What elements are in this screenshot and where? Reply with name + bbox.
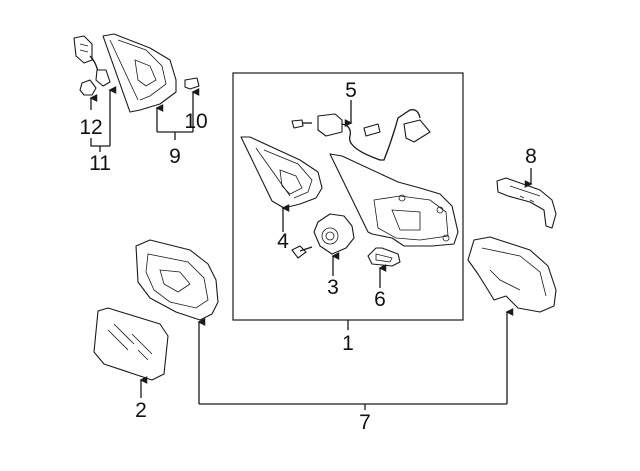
callout-11: 11 xyxy=(89,152,111,175)
part-6-base-gasket[interactable] xyxy=(367,247,401,267)
callout-7: 7 xyxy=(359,411,371,434)
callout-1: 1 xyxy=(342,332,354,355)
bracket-9 xyxy=(157,131,193,140)
callout-10: 10 xyxy=(184,110,207,133)
part-5-wiring-harness[interactable] xyxy=(291,109,431,161)
callout-2: 2 xyxy=(135,399,147,422)
callout-6: 6 xyxy=(374,288,386,311)
callout-9: 9 xyxy=(169,145,181,168)
part-11-connector-harness[interactable] xyxy=(73,35,111,87)
part-3-actuator[interactable] xyxy=(291,213,355,259)
callout-8: 8 xyxy=(525,145,537,168)
part-12-retainer-clip[interactable] xyxy=(79,79,97,96)
part-9-lamp-cover[interactable] xyxy=(102,33,177,113)
part-7-housing-cap[interactable] xyxy=(467,236,557,313)
part-2-mirror-glass[interactable] xyxy=(93,307,169,381)
part-7-mirror-bezel[interactable] xyxy=(135,239,219,321)
part-10-bulb-socket[interactable] xyxy=(184,77,200,90)
callout-3: 3 xyxy=(327,276,339,299)
callout-12: 12 xyxy=(79,116,102,139)
callout-5: 5 xyxy=(345,79,357,102)
callout-4: 4 xyxy=(277,230,289,253)
part-1-mirror-base[interactable] xyxy=(329,153,459,247)
bracket-11 xyxy=(90,138,110,152)
part-8-turn-signal-lamp[interactable] xyxy=(496,177,557,229)
bracket-7 xyxy=(199,403,507,410)
part-4-inner-cover[interactable] xyxy=(240,136,323,209)
